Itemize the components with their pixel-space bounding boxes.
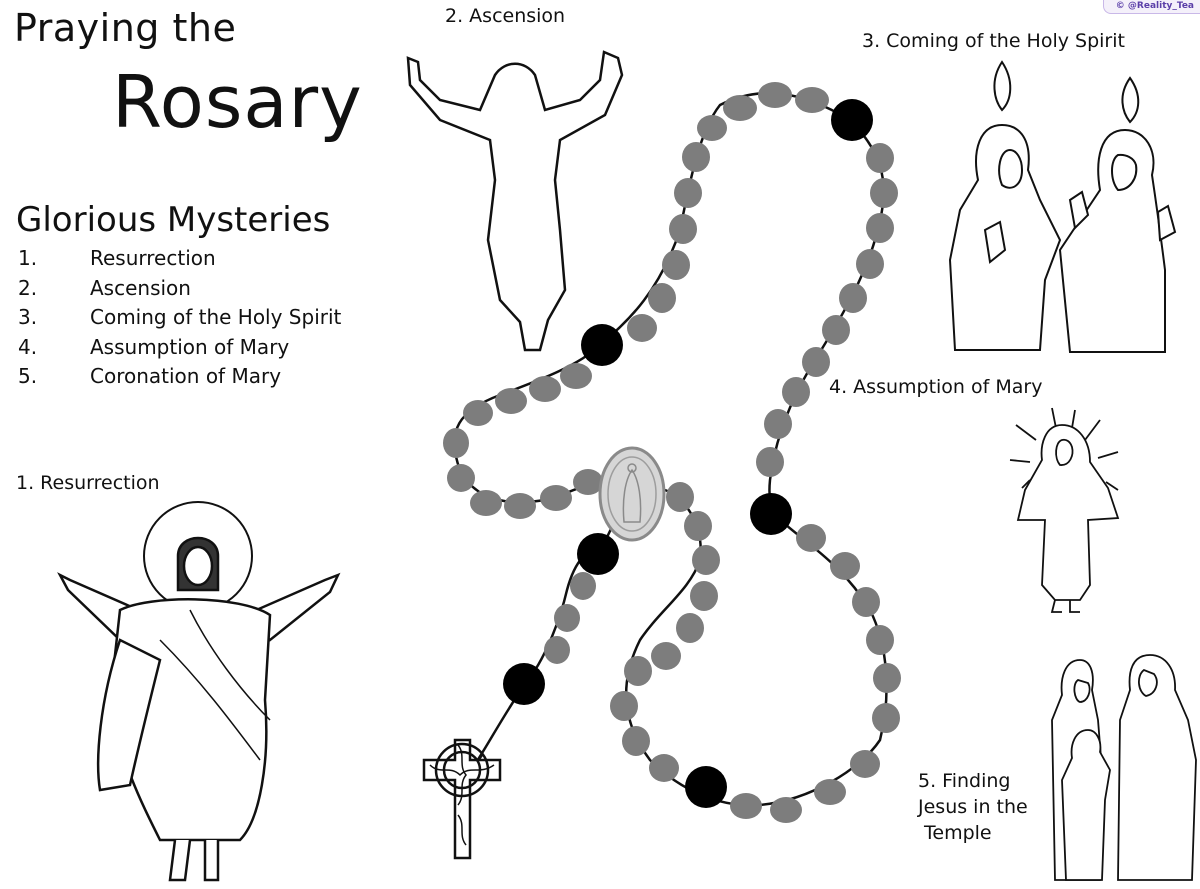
list-item: 4.Assumption of Mary bbox=[18, 334, 290, 359]
caption-assumption: 4. Assumption of Mary bbox=[829, 376, 1043, 398]
ascension-figure-icon bbox=[406, 50, 624, 352]
our-father-beads bbox=[503, 99, 873, 808]
mysteries-list: 1.Resurrection 2.Ascension 3.Coming of t… bbox=[18, 246, 341, 394]
mysteries-heading: Glorious Mysteries bbox=[16, 200, 331, 240]
pentecost-figures-icon bbox=[948, 60, 1177, 353]
miraculous-medal-icon bbox=[598, 446, 666, 542]
caption-ascension: 2. Ascension bbox=[445, 5, 566, 27]
list-item: 3.Coming of the Holy Spirit bbox=[18, 305, 342, 329]
title-line-1: Praying the bbox=[14, 6, 237, 50]
temple-figures-icon bbox=[1051, 654, 1197, 881]
list-item: 5.Coronation of Mary bbox=[18, 364, 282, 388]
risen-christ-figure-icon bbox=[57, 501, 341, 882]
rosary-beads bbox=[443, 82, 901, 823]
caption-resurrection: 1. Resurrection bbox=[16, 472, 160, 494]
watermark-badge: © @Reality_Tea bbox=[1102, 0, 1200, 14]
assumption-figure-icon bbox=[1009, 407, 1120, 613]
caption-holy-spirit: 3. Coming of the Holy Spirit bbox=[862, 30, 1125, 52]
celtic-crucifix-icon bbox=[422, 738, 502, 860]
list-item: 2.Ascension bbox=[18, 275, 191, 300]
caption-finding-in-temple: 5. Finding Jesus in the Temple bbox=[918, 770, 1028, 844]
page-title: Rosary bbox=[112, 60, 363, 144]
list-item: 1.Resurrection bbox=[18, 246, 216, 270]
